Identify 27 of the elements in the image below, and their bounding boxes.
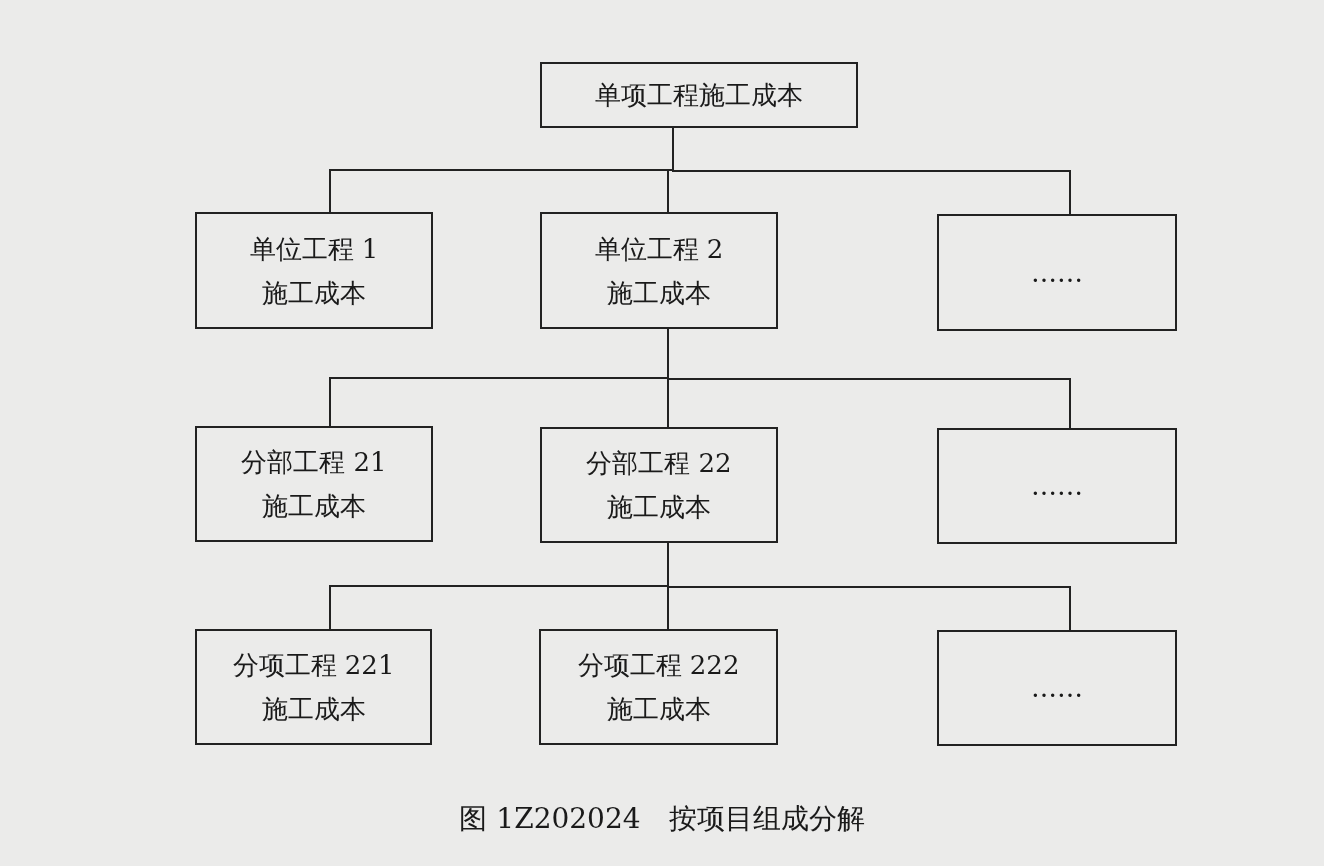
box-label: ……: [1031, 256, 1083, 290]
cost-box: [540, 62, 858, 128]
cost-box: [195, 629, 432, 745]
box-label: 单位工程 1: [249, 232, 379, 266]
cost-box: [937, 214, 1177, 331]
box-label: 施工成本: [607, 276, 711, 310]
box-label: 单位工程 2: [594, 232, 724, 266]
box-label: ……: [1031, 470, 1083, 503]
box-label: 单项工程施工成本: [595, 79, 803, 112]
cost-box: [539, 629, 778, 745]
box-label: 施工成本: [262, 276, 366, 310]
box-label: 分部工程 21: [241, 446, 387, 479]
box-label: 施工成本: [261, 693, 366, 726]
box-label: 施工成本: [607, 491, 711, 524]
box-label: 施工成本: [262, 490, 366, 523]
box-label: ……: [1031, 672, 1083, 705]
cost-box: [195, 426, 433, 542]
cost-box: [540, 427, 778, 543]
cost-box: [937, 630, 1177, 746]
box-label: 分部工程 22: [586, 447, 732, 480]
cost-box: [195, 212, 433, 329]
figure-caption: 图 1Z202024 按项目组成分解: [459, 802, 865, 835]
box-label: 分项工程 222: [577, 649, 740, 682]
box-label: 施工成本: [606, 693, 711, 726]
box-label: 分项工程 221: [232, 649, 395, 682]
cost-box: [937, 428, 1177, 544]
cost-box: [540, 212, 778, 329]
